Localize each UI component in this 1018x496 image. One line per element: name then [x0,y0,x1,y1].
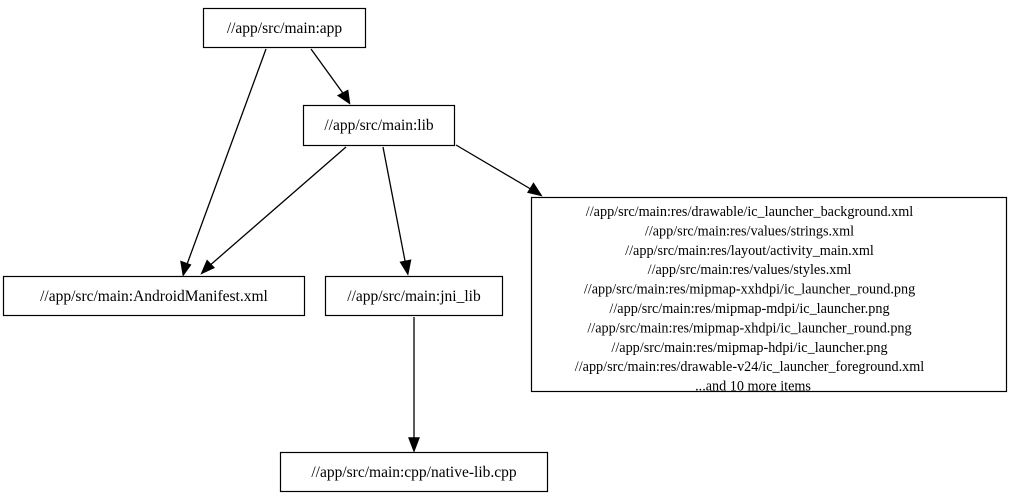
res-file-line: //app/src/main:res/drawable-v24/ic_launc… [575,359,925,375]
node-label: //app/src/main:jni_lib [347,288,481,305]
edge-line [310,48,346,97]
node-res_files[interactable]: //app/src/main:res/drawable/ic_launcher_… [530,196,1008,395]
node-manifest[interactable]: //app/src/main:AndroidManifest.xml [2,275,306,317]
res-file-line: //app/src/main:res/values/styles.xml [648,262,852,278]
node-label: //app/src/main:lib [324,117,434,134]
edge-line [185,48,267,268]
node-box[interactable] [279,451,549,493]
edge-app-to-manifest [180,48,267,277]
node-label: //app/src/main:AndroidManifest.xml [40,288,268,305]
graph-nodes: //app/src/main:app //app/src/main:lib //… [2,7,1008,493]
arrow-head-icon [180,260,192,277]
node-box[interactable] [302,104,456,147]
edge-lib-to-manifest [200,146,347,275]
node-box[interactable] [2,275,306,317]
node-label: //app/src/main:app [227,20,343,37]
arrow-head-icon [200,259,216,275]
edge-line [382,146,407,267]
edge-app-to-lib [310,48,351,105]
res-file-line: //app/src/main:res/mipmap-xhdpi/ic_launc… [587,320,911,336]
arrow-head-icon [336,89,351,105]
arrow-head-icon [527,182,543,197]
edge-lib-to-jni_lib [382,146,412,276]
res-file-line: ...and 10 more items [695,379,811,395]
arrow-head-icon [399,259,412,276]
node-native_lib[interactable]: //app/src/main:cpp/native-lib.cpp [279,451,549,493]
arrow-head-icon [408,437,420,453]
node-box[interactable] [324,275,504,317]
edge-line [207,146,347,268]
res-file-line: //app/src/main:res/mipmap-hdpi/ic_launch… [611,340,887,356]
res-file-line: //app/src/main:res/drawable/ic_launcher_… [586,204,913,220]
node-res-file-lines: //app/src/main:res/drawable/ic_launcher_… [575,204,963,395]
res-file-line: //app/src/main:res/mipmap-xxhdpi/ic_laun… [584,282,915,298]
res-file-line: //app/src/main:res/values/strings.xml [645,223,854,239]
edge-lib-to-res_files [455,144,543,197]
node-app[interactable]: //app/src/main:app [202,7,367,49]
node-lib[interactable]: //app/src/main:lib [302,104,456,147]
node-box[interactable] [530,196,1008,393]
res-file-line: //app/src/main:res/mipmap-mdpi/ic_launch… [609,301,889,317]
node-box[interactable] [202,7,367,49]
edge-jni_lib-to-native_lib [408,317,420,453]
res-file-line: //app/src/main:res/layout/activity_main.… [625,243,874,259]
graph-edges [180,48,543,453]
node-label: //app/src/main:cpp/native-lib.cpp [311,464,517,481]
edge-line [455,144,535,192]
node-jni_lib[interactable]: //app/src/main:jni_lib [324,275,504,317]
